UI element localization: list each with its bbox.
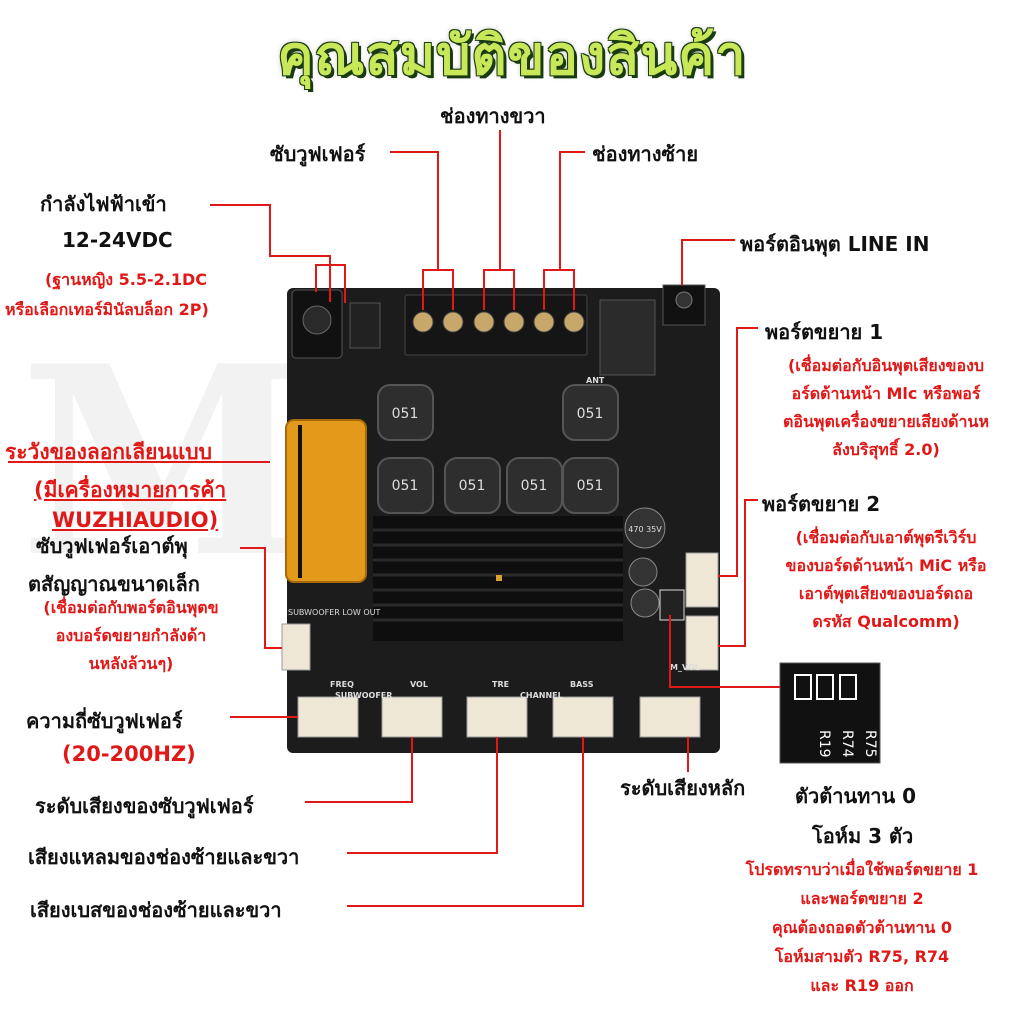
counterfeit-brand: WUZHIAUDIO) <box>52 508 219 532</box>
expansion-1-note: (เชื่อมต่อกับอินพุตเสียงของบ อร์ดด้านหน้… <box>782 356 989 459</box>
label-sub-out-2: ตสัญญาณขนาดเล็ก <box>28 572 200 596</box>
line-sub-out <box>240 547 282 649</box>
label-power-input: กำลังไฟฟ้าเข้า <box>40 192 167 216</box>
silk-m-vol: M_VOL <box>670 663 700 672</box>
power-note-1: (ฐานหญิง 5.5-2.1DC <box>45 270 207 289</box>
svg-text:051: 051 <box>459 478 486 494</box>
speaker-terminal-block <box>404 294 588 356</box>
svg-text:051: 051 <box>577 478 604 494</box>
svg-text:051: 051 <box>392 406 419 422</box>
label-sub-vol: ระดับเสียงของซับวูฟเฟอร์ <box>35 794 254 818</box>
label-subwoofer: ซับวูฟเฟอร์ <box>270 142 366 166</box>
silk-channel: CHANNEL <box>520 691 563 700</box>
line-line-in <box>681 239 735 285</box>
label-resistor-2: โอห์ม 3 ตัว <box>812 824 914 848</box>
svg-text:051: 051 <box>392 478 419 494</box>
expansion-2-note: (เชื่อมต่อกับเอาต์พุตรีเวิร์บ ของบอร์ดด้… <box>785 528 987 631</box>
line-left-channel <box>543 151 585 310</box>
expansion-port-1-connector <box>685 552 719 608</box>
label-left-channel: ช่องทางซ้าย <box>592 142 699 166</box>
line-resistor-inset <box>669 615 780 688</box>
inset-r19: R19 <box>816 730 832 758</box>
label-sub-freq: ความถี่ซับวูฟเฟอร์ <box>26 709 183 733</box>
main-capacitor <box>285 419 367 583</box>
sub-freq-range: (20-200HZ) <box>62 742 196 766</box>
label-expansion-2: พอร์ตขยาย 2 <box>762 492 881 516</box>
svg-text:051: 051 <box>577 406 604 422</box>
line-subwoofer <box>390 151 439 310</box>
cap-label: 470 35V <box>628 525 662 534</box>
sub-low-out-connector <box>281 623 311 671</box>
line-treble <box>347 737 498 854</box>
resistor-zoom-inset <box>779 662 881 764</box>
power-terminal <box>349 302 381 349</box>
line-power-input <box>210 204 331 302</box>
sub-out-note: (เชื่อมต่อกับพอร์ตอินพุตข องบอร์ดขยายกำล… <box>43 598 219 673</box>
label-bass: เสียงเบสของช่องซ้ายและขวา <box>30 898 282 922</box>
label-sub-out-1: ซับวูฟเฟอร์เอาต์พุ <box>36 534 188 558</box>
inset-r74: R74 <box>839 730 855 758</box>
bluetooth-module <box>599 299 656 376</box>
page-title: คุณสมบัติของสินค้า <box>277 24 747 87</box>
expansion-port-2-connector <box>685 615 719 671</box>
power-note-2: หรือเลือกเทอร์มินัลบล็อก 2P) <box>5 300 209 319</box>
label-master-vol: ระดับเสียงหลัก <box>620 776 746 800</box>
label-treble: เสียงแหลมของช่องซ้ายและขวา <box>28 845 300 869</box>
line-expansion-2 <box>718 499 758 647</box>
label-resistor-1: ตัวต้านทาน 0 <box>795 784 917 808</box>
label-voltage: 12-24VDC <box>62 228 173 252</box>
label-right-channel: ช่องทางขวา <box>440 104 546 128</box>
silk-subwoofer: SUBWOOFER <box>335 691 392 700</box>
silk-sub-low-out: SUBWOOFER LOW OUT <box>288 608 380 617</box>
svg-text:051: 051 <box>521 478 548 494</box>
silk-freq: FREQ <box>330 680 354 689</box>
silk-vol: VOL <box>410 680 428 689</box>
resistor-removal-notice: โปรดทราบว่าเมื่อใช้พอร์ตขยาย 1 และพอร์ตข… <box>745 860 979 995</box>
line-sub-vol <box>305 737 413 803</box>
label-line-in: พอร์ตอินพุต LINE IN <box>740 232 930 256</box>
label-expansion-1: พอร์ตขยาย 1 <box>765 320 884 344</box>
line-right-channel <box>483 130 501 310</box>
line-bass <box>347 737 584 907</box>
line-expansion-1 <box>718 327 758 577</box>
counterfeit-trademark: (มีเครื่องหมายการค้า <box>34 478 227 502</box>
counterfeit-warning: ระวังของลอกเลียนแบบ <box>5 440 212 464</box>
silk-ant: ANT <box>586 376 605 385</box>
silk-bass: BASS <box>570 680 594 689</box>
inset-r75: R75 <box>862 730 878 758</box>
silk-tre: TRE <box>492 680 509 689</box>
